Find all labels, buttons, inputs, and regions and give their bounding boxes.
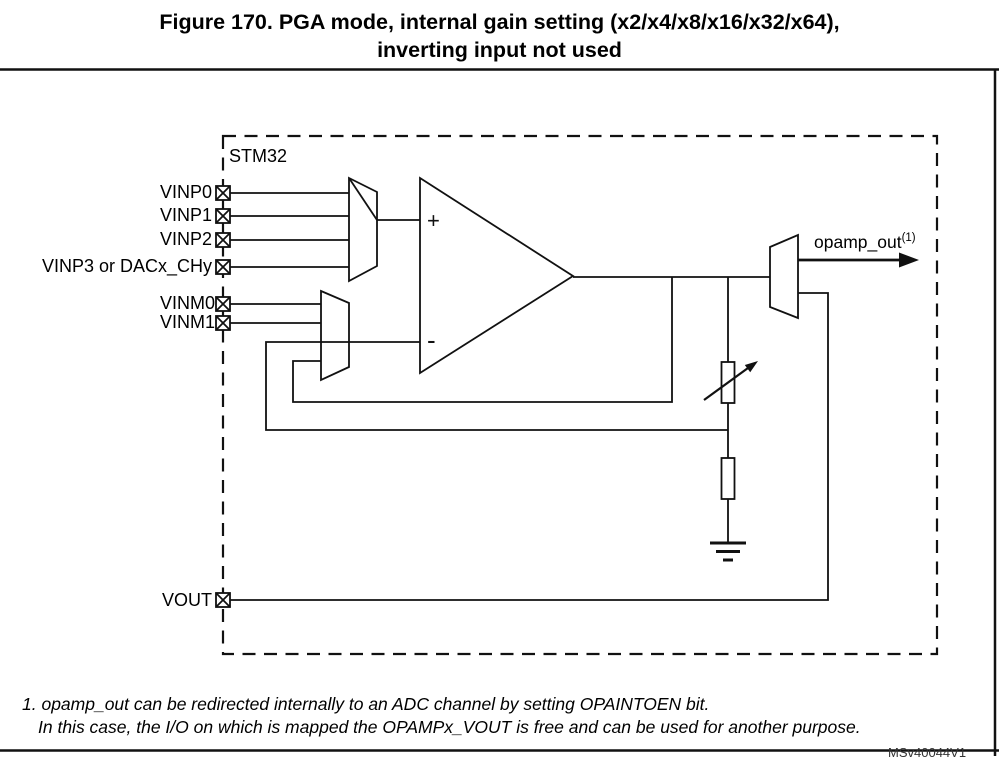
wire-vout: [230, 292, 829, 601]
pin-label-vinp2: VINP2: [159, 229, 212, 249]
pin-vout: [215, 592, 231, 608]
pin-label-vout: VOUT: [161, 590, 212, 610]
vinp-mux-select-line: [348, 177, 378, 221]
wire-minus-feedback-unity: [292, 277, 673, 403]
pin-label-vinp0: VINP0: [159, 182, 212, 202]
pin-label-vinm1: VINM1: [159, 312, 215, 332]
figure-title-line1: Figure 170. PGA mode, internal gain sett…: [159, 10, 840, 34]
opamp-minus-sign: -: [427, 325, 436, 355]
vinp-mux: [348, 176, 378, 283]
footnote-line2: In this case, the I/O on which is mapped…: [38, 717, 861, 737]
footnote-line1: 1. opamp_out can be redirected internall…: [22, 694, 710, 714]
variable-resistor-arrow-line: [703, 367, 749, 401]
vinm-mux: [320, 289, 350, 382]
figure-title-line2: inverting input not used: [377, 38, 622, 62]
output-mux: [769, 233, 799, 320]
opamp-out-footnote-ref: (1): [901, 232, 916, 244]
pin-vinp2: [215, 232, 231, 248]
fixed-resistor-body: [720, 457, 736, 500]
pin-vinm0: [215, 296, 231, 312]
pin-label-vinp1: VINP1: [159, 205, 212, 225]
opamp-out-arrowhead-icon: [899, 252, 919, 268]
pin-vinm1: [215, 315, 231, 331]
pin-vinp0: [215, 185, 231, 201]
wire-minus-feedback-divider: [265, 341, 728, 431]
opamp-triangle: [419, 176, 575, 375]
pin-label-vinp3: VINP3 or DACx_CHy: [41, 256, 212, 276]
opamp-out-label: opamp_out(1): [814, 228, 916, 252]
pin-vinp3: [215, 259, 231, 275]
pin-vinp1: [215, 208, 231, 224]
opamp-out-label-text: opamp_out: [814, 231, 902, 252]
opamp-plus-sign: +: [427, 208, 440, 233]
chip-label: STM32: [229, 146, 288, 166]
variable-resistor-arrowhead-icon: [744, 361, 758, 373]
stm32-boundary: [221, 134, 939, 656]
pin-label-vinm0: VINM0: [159, 293, 215, 313]
figure-id-watermark: MSv40044V1: [888, 745, 967, 760]
